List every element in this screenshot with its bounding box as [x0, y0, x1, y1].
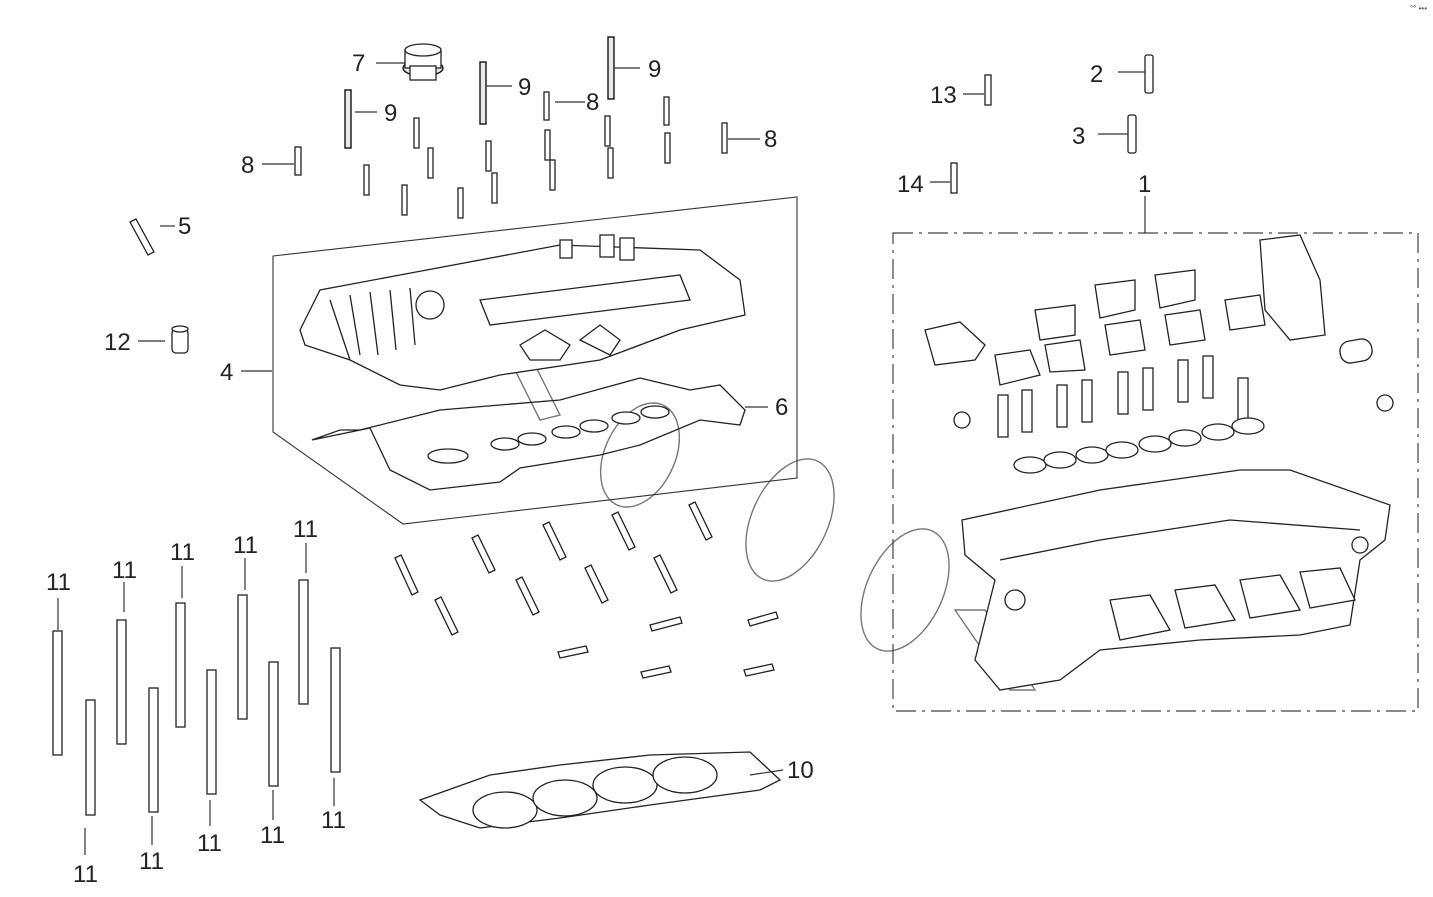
leader-lines — [57, 62, 1146, 855]
callout-11j: 11 — [321, 807, 346, 834]
callout-8a: 8 — [241, 152, 254, 179]
dowel-pins — [394, 501, 779, 679]
callout-11f: 11 — [73, 861, 98, 888]
guide-pin-3 — [1127, 114, 1137, 154]
valve-seals — [1013, 417, 1265, 474]
callout-3: 3 — [1072, 123, 1085, 150]
callout-14: 14 — [897, 171, 924, 198]
callout-5: 5 — [178, 213, 191, 240]
callout-13: 13 — [930, 82, 957, 109]
callout-2: 2 — [1090, 61, 1103, 88]
callout-9a: 9 — [384, 100, 397, 127]
guide-pin-2 — [1144, 54, 1154, 94]
head-assembly-frame — [892, 232, 1419, 712]
head-bolts — [52, 579, 341, 816]
callout-9c: 9 — [648, 56, 661, 83]
callout-1: 1 — [1138, 171, 1151, 198]
dowel-pin — [129, 218, 155, 256]
callout-12: 12 — [104, 329, 131, 356]
bolt-13 — [984, 74, 992, 106]
watermark — [498, 334, 1037, 691]
callout-8b: 8 — [586, 89, 599, 116]
valve-cover — [299, 234, 746, 391]
callout-11g: 11 — [139, 848, 164, 875]
cover-gasket — [311, 377, 746, 491]
oil-filler-cap — [402, 43, 444, 81]
callout-11a: 11 — [46, 569, 71, 596]
valve-tubes — [953, 338, 1394, 438]
corner-mark: °° ••• — [1409, 4, 1427, 13]
callout-11h: 11 — [197, 830, 222, 857]
callout-6: 6 — [775, 394, 788, 421]
cover-group-frame — [272, 196, 798, 525]
cover-bolts — [294, 91, 728, 219]
callout-4: 4 — [220, 359, 233, 386]
sleeve — [171, 325, 189, 354]
callout-9b: 9 — [518, 74, 531, 101]
callout-7: 7 — [352, 50, 365, 77]
head-gasket — [418, 751, 782, 829]
cylinder-head — [961, 469, 1391, 691]
bolt-14 — [950, 162, 958, 194]
callout-11i: 11 — [260, 822, 285, 849]
callout-8c: 8 — [764, 126, 777, 153]
callout-11c: 11 — [170, 539, 195, 566]
callout-11d: 11 — [233, 532, 258, 559]
callout-11b: 11 — [112, 557, 137, 584]
callout-10: 10 — [787, 757, 814, 784]
callout-11e: 11 — [293, 516, 318, 543]
callout-labels: 1 2 3 4 5 6 7 8 8 8 9 9 9 10 11 11 11 11… — [46, 50, 1151, 888]
cam-caps — [924, 234, 1326, 386]
studs — [344, 36, 615, 149]
